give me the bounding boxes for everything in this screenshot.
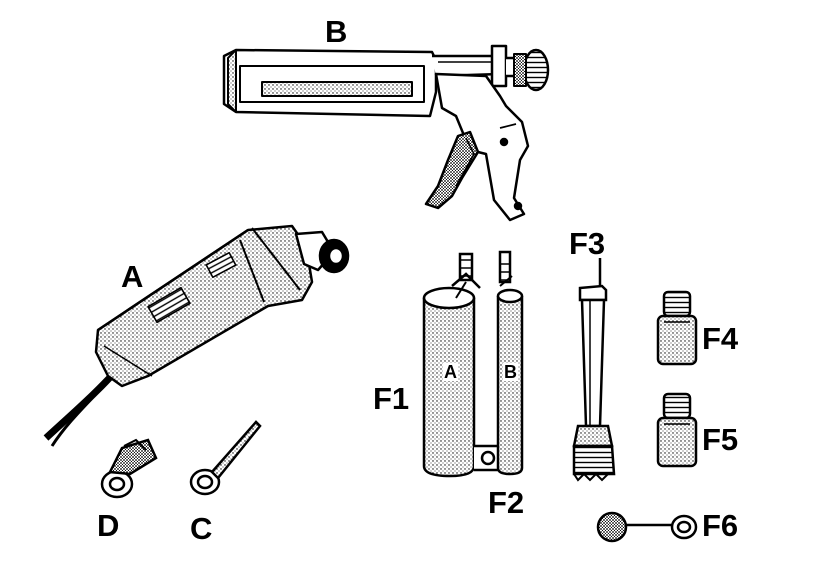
cartridge-label-b: B (503, 362, 518, 382)
mixer-motor (43, 224, 350, 447)
bottle-f5 (656, 392, 698, 468)
vent-slots (147, 251, 237, 324)
label-b: B (325, 14, 348, 49)
label-d: D (97, 508, 120, 543)
label-f6: F6 (702, 508, 739, 543)
label-f1: F1 (373, 381, 410, 416)
clip-part (100, 438, 158, 499)
bottle-f4 (656, 290, 698, 366)
label-c: C (190, 511, 213, 546)
label-f4: F4 (702, 321, 739, 356)
label-f3: F3 (569, 226, 606, 261)
label-f5: F5 (702, 422, 739, 457)
label-a: A (121, 259, 144, 294)
mixer-nozzle-f3 (572, 258, 616, 482)
label-f2: F2 (488, 485, 525, 520)
cartridge-label-a: A (443, 362, 458, 382)
swab-f6 (596, 511, 698, 543)
spatula-part (189, 420, 262, 496)
dispenser-gun (222, 44, 550, 222)
cartridge-f1 (422, 252, 502, 478)
cartridge-f2 (496, 250, 524, 476)
